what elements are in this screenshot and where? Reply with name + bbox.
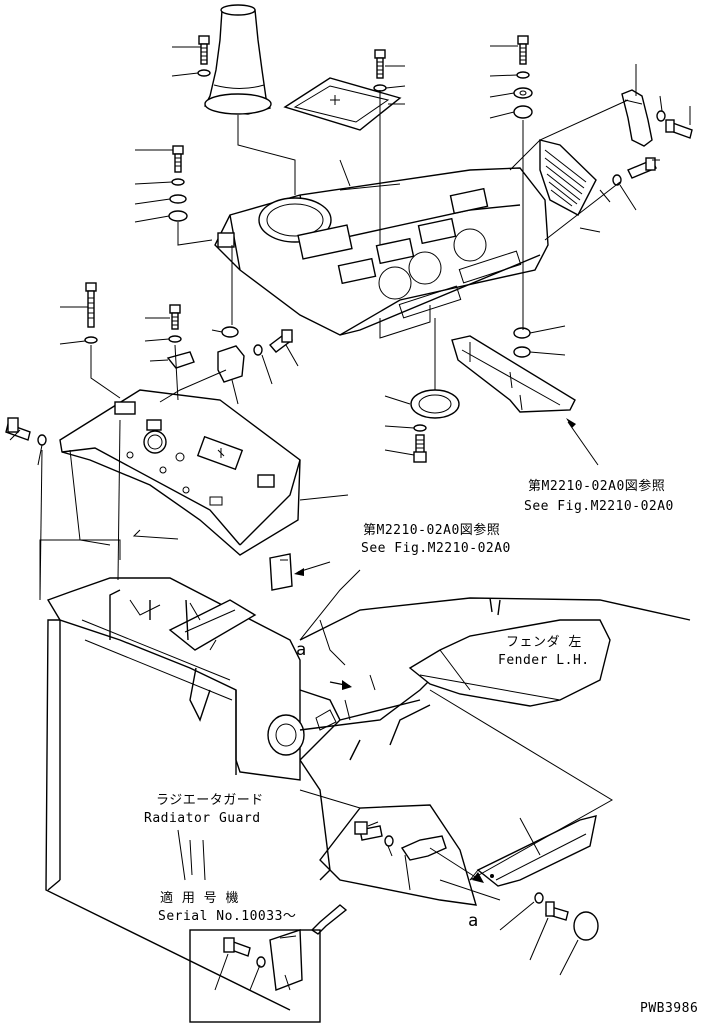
bolt-top-right xyxy=(513,35,533,119)
side-rail xyxy=(451,335,576,413)
cover-seals xyxy=(221,326,531,358)
radiator-guard-label-en: Radiator Guard xyxy=(144,811,261,826)
detail-box-a xyxy=(319,804,477,906)
bolt-left-short xyxy=(168,304,182,343)
fender-lh xyxy=(408,619,611,707)
fender-label-jp: フェンダ 左 xyxy=(506,635,582,650)
ref-center-jp: 第M2210-02A0図参照 xyxy=(363,522,500,538)
bolt-mid-left xyxy=(168,145,188,222)
leader-lines xyxy=(9,45,691,991)
ref-right-jp: 第M2210-02A0図参照 xyxy=(528,478,665,494)
ref-center-en: See Fig.M2210-02A0 xyxy=(361,541,511,556)
reference-arrows xyxy=(294,418,599,935)
bracket-block xyxy=(217,345,245,383)
bolt-lower-right xyxy=(534,892,599,941)
clip-part xyxy=(166,351,195,369)
bolt-grille xyxy=(612,157,657,186)
step-plate xyxy=(476,815,597,887)
serial-label-jp: 適 用 号 機 xyxy=(160,890,239,906)
grommet-center xyxy=(410,389,460,463)
engine-hood-cover xyxy=(214,167,549,339)
lower-cover-panel xyxy=(59,389,301,556)
lever-boot xyxy=(204,4,272,115)
radiator-guard-label-jp: ラジエータガード xyxy=(156,793,264,808)
bolt-top-center xyxy=(373,49,387,92)
bolt-right-of-block xyxy=(253,329,294,356)
bolt-left-long xyxy=(84,282,98,344)
detail-marker-upper: a xyxy=(296,640,306,660)
ref-right-en: See Fig.M2210-02A0 xyxy=(524,499,674,514)
bolt-far-left xyxy=(5,417,47,446)
drawing-id: PWB3986 xyxy=(640,1001,698,1016)
chassis-body xyxy=(267,597,691,881)
serial-inset-box xyxy=(189,929,321,1023)
right-bracket xyxy=(621,89,693,147)
serial-label-en: Serial No.10033～ xyxy=(158,909,296,924)
grille-panel xyxy=(539,139,597,216)
radiator-guard-frame xyxy=(39,539,301,1011)
bolt-upper-left xyxy=(197,35,211,77)
mount-bracket xyxy=(269,553,293,591)
fender-label-en: Fender L.H. xyxy=(498,653,590,668)
top-gasket-plate xyxy=(283,77,402,131)
detail-marker-lower: a xyxy=(468,911,478,931)
